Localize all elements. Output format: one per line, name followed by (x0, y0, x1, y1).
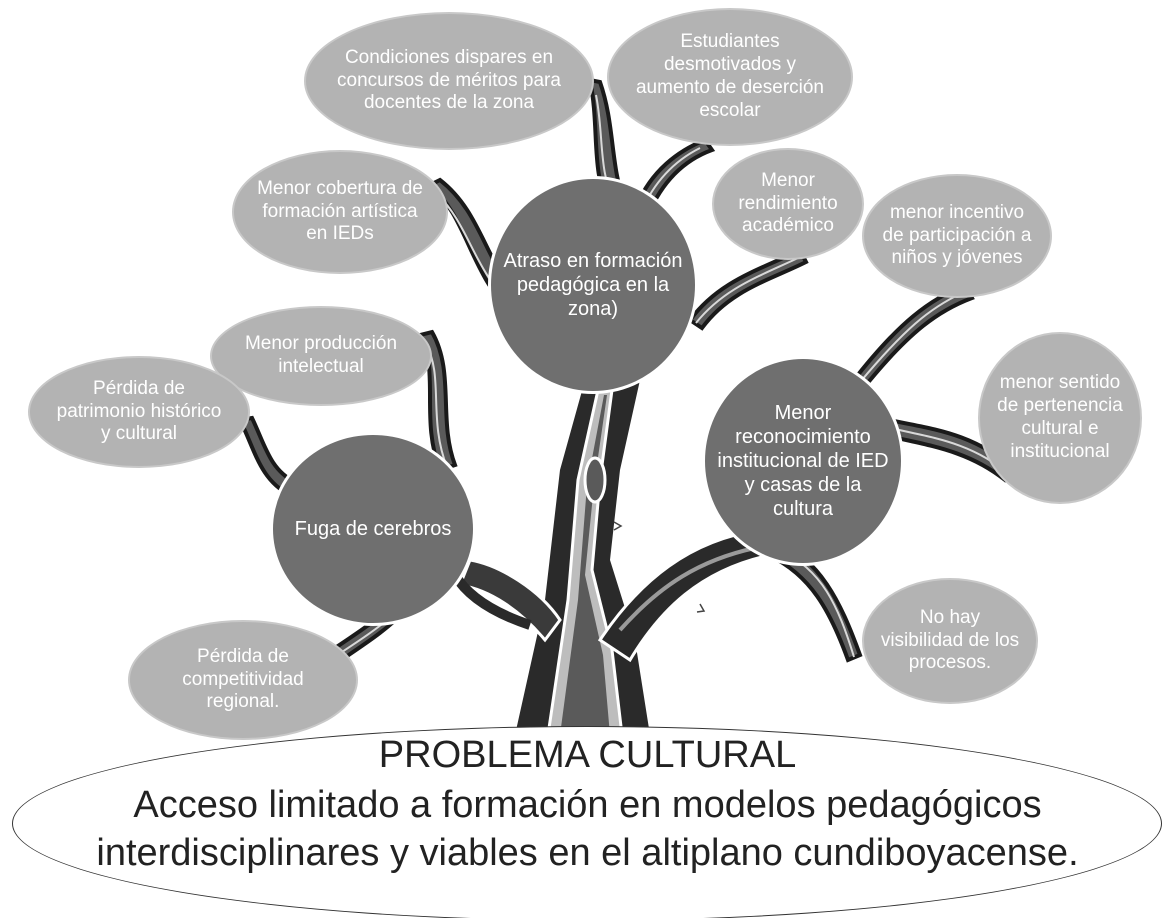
leaf-produccion-label: Menor producción intelectual (244, 333, 398, 377)
leaf-menor-incentivo: menor incentivo de participación a niños… (862, 174, 1052, 298)
problem-description: Acceso limitado a formación en modelos p… (96, 784, 1079, 874)
leaf-estudiantes-desmotivados: Estudiantes desmotivados y aumento de de… (607, 8, 853, 146)
leaf-cobertura-label: Menor cobertura de formación artística e… (257, 177, 423, 245)
leaf-perdida-competitividad: Pérdida de competitividad regional. (128, 620, 358, 740)
node-reconocimiento-label: Menor reconocimiento institucional de IE… (717, 402, 889, 520)
problem-ellipse (12, 726, 1162, 918)
leaf-menor-produccion: Menor producción intelectual (210, 306, 432, 406)
leaf-condiciones-label: Condiciones dispares en concursos de mér… (337, 46, 561, 114)
node-fuga-cerebros: Fuga de cerebros (270, 432, 476, 626)
node-atraso-label: Atraso en formación pedagógica en la zon… (503, 250, 683, 320)
leaf-rendimiento-label: Menor rendimiento académico (738, 169, 838, 237)
leaf-menor-cobertura: Menor cobertura de formación artística e… (232, 150, 448, 274)
leaf-condiciones-dispares: Condiciones dispares en concursos de mér… (304, 12, 594, 150)
leaf-estudiantes-label: Estudiantes desmotivados y aumento de de… (635, 31, 824, 121)
leaf-pertenencia-label: menor sentido de pertenencia cultural e … (997, 372, 1123, 462)
leaf-competitividad-label: Pérdida de competitividad regional. (182, 645, 304, 713)
node-fuga-label: Fuga de cerebros (294, 518, 452, 540)
leaf-patrimonio-label: Pérdida de patrimonio histórico y cultur… (56, 377, 222, 445)
tree-trunk (450, 380, 773, 737)
node-atraso-formacion: Atraso en formación pedagógica en la zon… (488, 176, 698, 394)
leaf-no-visibilidad: No hay visibilidad de los procesos. (862, 578, 1038, 704)
leaf-visibilidad-label: No hay visibilidad de los procesos. (880, 606, 1020, 674)
leaf-incentivo-label: menor incentivo de participación a niños… (882, 201, 1032, 269)
leaf-menor-rendimiento: Menor rendimiento académico (712, 148, 864, 260)
problem-title: PROBLEMA CULTURAL (378, 734, 797, 776)
arrow-marks (613, 521, 706, 613)
node-menor-reconocimiento: Menor reconocimiento institucional de IE… (702, 356, 904, 566)
leaf-menor-sentido-pertenencia: menor sentido de pertenencia cultural e … (978, 332, 1142, 504)
leaf-perdida-patrimonio: Pérdida de patrimonio histórico y cultur… (28, 356, 250, 468)
